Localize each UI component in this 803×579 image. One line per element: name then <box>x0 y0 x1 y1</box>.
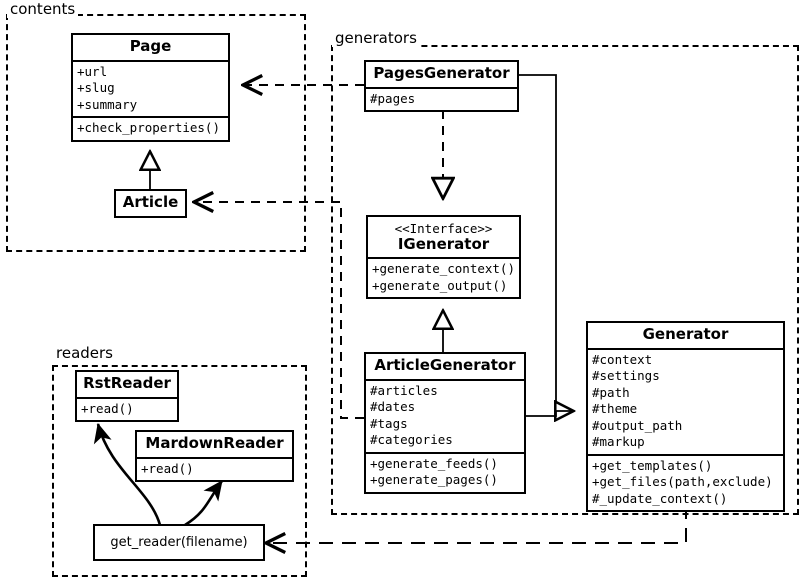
class-page-title: Page <box>129 37 172 55</box>
class-igenerator-methods: +generate_context() +generate_output() <box>368 257 519 297</box>
method: +get_files(path,exclude) <box>592 474 773 490</box>
attribute: #markup <box>592 434 645 450</box>
method: +generate_feeds() <box>370 455 498 471</box>
class-rstreader[interactable]: RstReader +read() <box>75 370 179 423</box>
function-get-reader[interactable]: get_reader(filename) <box>93 524 265 561</box>
class-articlegenerator[interactable]: ArticleGenerator #articles #dates #tags … <box>364 352 526 494</box>
package-contents <box>6 14 306 252</box>
method: +generate_context() <box>372 261 515 277</box>
class-articlegenerator-title: ArticleGenerator <box>374 356 516 374</box>
class-igenerator-name: IGenerator <box>397 234 490 253</box>
package-readers-label: readers <box>53 344 116 362</box>
attribute: +slug <box>77 80 115 96</box>
class-page-attributes: +url +slug +summary <box>73 59 228 117</box>
class-pagesgenerator[interactable]: PagesGenerator #pages <box>364 60 519 113</box>
class-article[interactable]: Article <box>114 189 187 218</box>
method: +check_properties() <box>77 120 220 136</box>
class-generator-title: Generator <box>642 325 729 343</box>
class-articlegenerator-attributes: #articles #dates #tags #categories <box>366 378 524 452</box>
class-generator-attributes: #context #settings #path #theme #output_… <box>588 347 783 454</box>
class-articlegenerator-methods: +generate_feeds() +generate_pages() <box>366 451 524 492</box>
function-get-reader-label: get_reader(filename) <box>110 535 248 550</box>
class-page[interactable]: Page +url +slug +summary +check_properti… <box>71 33 230 142</box>
method: +get_templates() <box>592 457 713 473</box>
class-pagesgenerator-title: PagesGenerator <box>373 64 510 82</box>
method: +generate_output() <box>372 277 508 293</box>
attribute: #context <box>592 351 653 367</box>
attribute: #theme <box>592 401 638 417</box>
attribute: #pages <box>370 90 416 106</box>
class-rstreader-title: RstReader <box>83 374 171 392</box>
attribute: #path <box>592 384 630 400</box>
attribute: #tags <box>370 415 408 431</box>
method: #_update_context() <box>592 490 728 506</box>
attribute: +url <box>77 63 108 79</box>
attribute: #dates <box>370 399 416 415</box>
method: +generate_pages() <box>370 472 498 488</box>
attribute: #output_path <box>592 417 683 433</box>
class-markdownreader[interactable]: MardownReader +read() <box>135 430 294 483</box>
package-contents-label: contents <box>7 0 79 18</box>
class-generator[interactable]: Generator #context #settings #path #them… <box>586 321 785 513</box>
attribute: #categories <box>370 432 453 448</box>
package-generators-label: generators <box>332 29 420 47</box>
class-igenerator[interactable]: <<Interface>> IGenerator +generate_conte… <box>366 215 521 300</box>
class-igenerator-stereotype: <<Interface>> <box>394 221 493 236</box>
class-generator-methods: +get_templates() +get_files(path,exclude… <box>588 453 783 511</box>
method: +read() <box>81 400 134 416</box>
attribute: #settings <box>592 368 660 384</box>
class-pagesgenerator-attributes: #pages <box>366 86 517 111</box>
class-markdownreader-methods: +read() <box>137 456 292 481</box>
attribute: +summary <box>77 96 138 112</box>
class-igenerator-title: <<Interface>> IGenerator <box>368 217 519 257</box>
class-page-methods: +check_properties() <box>73 116 228 140</box>
package-readers <box>52 365 307 577</box>
class-markdownreader-title: MardownReader <box>145 434 284 452</box>
attribute: #articles <box>370 382 438 398</box>
method: +read() <box>141 460 194 476</box>
class-article-title: Article <box>122 193 179 211</box>
class-rstreader-methods: +read() <box>77 396 177 421</box>
